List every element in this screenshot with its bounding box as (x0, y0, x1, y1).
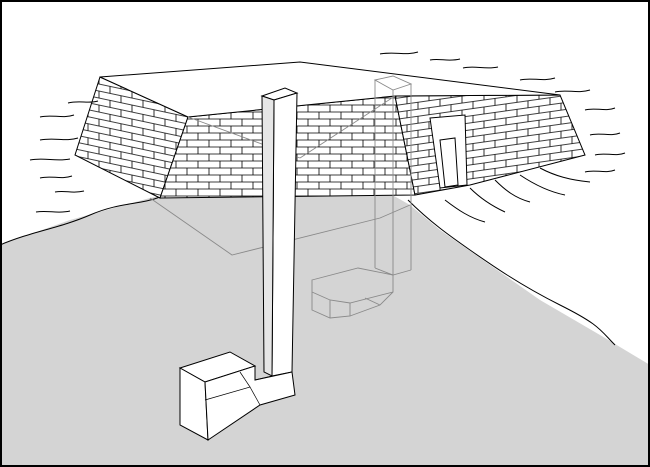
ghost-chamber-right (311, 267, 394, 319)
terrain-hatching-left (29, 100, 99, 213)
entrance-passage (439, 137, 459, 188)
bedrock-section (0, 178, 650, 467)
ghost-shaft-right (373, 75, 413, 276)
ground-slope-right (407, 199, 616, 346)
burial-chamber (178, 351, 296, 441)
main-shaft (260, 87, 299, 377)
base-outline-ghost (149, 197, 411, 256)
pyramid-top-plateau (99, 61, 561, 118)
ground-surface-line (0, 196, 161, 246)
terrain-hatching-right (379, 51, 626, 223)
